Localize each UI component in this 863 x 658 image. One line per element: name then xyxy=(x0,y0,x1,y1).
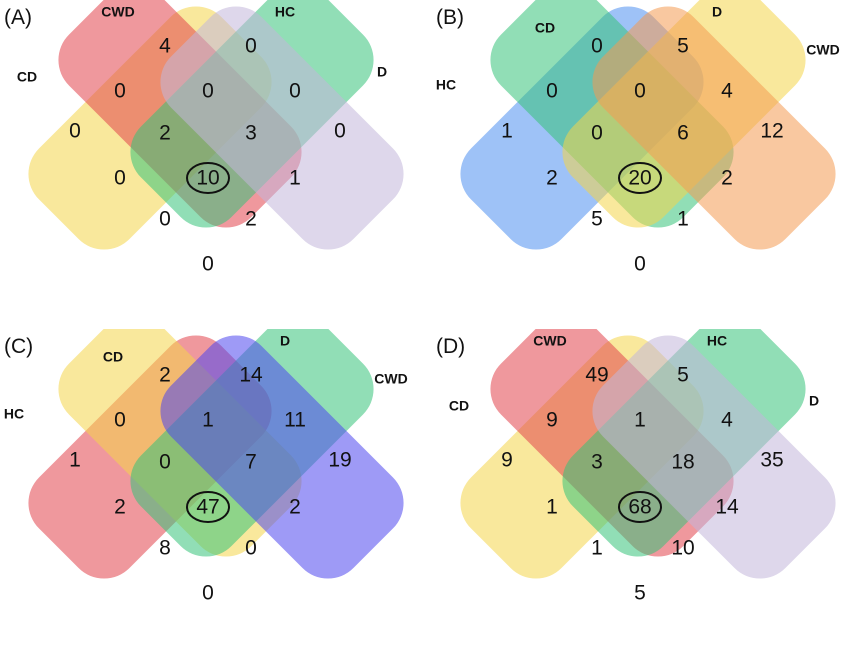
region-count-ac: 2 xyxy=(546,167,558,190)
region-count-ab: 0 xyxy=(114,80,126,103)
set-label-cwd: CWD xyxy=(806,42,839,58)
set-label-d: D xyxy=(377,64,387,80)
region-count-bc: 0 xyxy=(634,80,646,103)
region-count-ad: 5 xyxy=(634,582,646,605)
region-count-c: 0 xyxy=(245,35,257,58)
set-label-hc: HC xyxy=(4,406,24,422)
region-count-d: 19 xyxy=(328,449,351,472)
region-count-abcd: 10 xyxy=(196,167,219,190)
region-count-abd: 10 xyxy=(671,537,694,560)
region-count-bd: 1 xyxy=(289,167,301,190)
region-count-abc: 0 xyxy=(591,122,603,145)
region-count-b: 0 xyxy=(591,35,603,58)
region-count-cd: 0 xyxy=(289,80,301,103)
region-count-abc: 0 xyxy=(159,451,171,474)
region-count-cd: 4 xyxy=(721,409,733,432)
region-count-a: 9 xyxy=(501,449,513,472)
set-label-d: D xyxy=(712,4,722,20)
region-count-ac: 0 xyxy=(114,167,126,190)
region-count-d: 35 xyxy=(760,449,783,472)
set-shape-d xyxy=(160,6,404,250)
center-highlight-ring xyxy=(186,491,230,523)
region-count-acd: 1 xyxy=(591,537,603,560)
set-label-cd: CD xyxy=(535,20,555,36)
set-label-cwd: CWD xyxy=(374,371,407,387)
region-count-c: 5 xyxy=(677,364,689,387)
region-count-ab: 0 xyxy=(114,409,126,432)
region-count-ac: 2 xyxy=(114,496,126,519)
region-count-bc: 1 xyxy=(202,409,214,432)
region-count-ad: 0 xyxy=(202,582,214,605)
region-count-bd: 2 xyxy=(289,496,301,519)
region-count-ad: 0 xyxy=(202,253,214,276)
panel-label: (C) xyxy=(4,335,33,358)
center-highlight-ring xyxy=(186,162,230,194)
region-count-abc: 3 xyxy=(591,451,603,474)
center-highlight-ring xyxy=(618,162,662,194)
region-count-bc: 0 xyxy=(202,80,214,103)
panel-label: (B) xyxy=(436,6,464,29)
region-count-a: 0 xyxy=(69,120,81,143)
region-count-b: 4 xyxy=(159,35,171,58)
region-count-a: 1 xyxy=(69,449,81,472)
venn-panel-b: (B) HC CD D CWD 1 0 5 12 0 0 4 0 6 2 20 2 5 1 0 xyxy=(432,0,863,329)
set-label-d: D xyxy=(280,333,290,349)
panel-label: (D) xyxy=(436,335,465,358)
region-count-abcd: 20 xyxy=(628,167,651,190)
region-count-c: 14 xyxy=(239,364,263,387)
region-count-abd: 2 xyxy=(245,208,257,231)
region-count-a: 1 xyxy=(501,120,513,143)
region-count-abd: 1 xyxy=(677,208,689,231)
set-shape-d xyxy=(592,335,836,579)
set-label-hc: HC xyxy=(707,333,727,349)
region-count-ab: 9 xyxy=(546,409,558,432)
set-label-cwd: CWD xyxy=(101,4,134,20)
region-count-d: 12 xyxy=(760,120,783,143)
region-count-b: 2 xyxy=(159,364,171,387)
set-label-cd: CD xyxy=(449,398,469,414)
set-label-d: D xyxy=(809,393,819,409)
region-count-ac: 1 xyxy=(546,496,558,519)
region-count-ab: 0 xyxy=(546,80,558,103)
region-count-cd: 11 xyxy=(284,409,306,432)
venn-svg: (B) HC CD D CWD 1 0 5 12 0 0 4 0 6 2 20 2 5 1 0 xyxy=(436,0,840,276)
set-label-hc: HC xyxy=(275,4,295,20)
region-count-acd: 5 xyxy=(591,208,603,231)
region-count-bcd: 6 xyxy=(677,122,689,145)
set-label-hc: HC xyxy=(436,77,456,93)
region-count-c: 5 xyxy=(677,35,689,58)
region-count-b: 49 xyxy=(585,364,608,387)
region-count-abd: 0 xyxy=(245,537,257,560)
region-count-bc: 1 xyxy=(634,409,646,432)
set-shape-cwd xyxy=(160,335,404,579)
region-count-acd: 0 xyxy=(159,208,171,231)
region-count-abcd: 47 xyxy=(196,496,219,519)
region-count-bcd: 3 xyxy=(245,122,257,145)
panel-label: (A) xyxy=(4,6,32,29)
region-count-acd: 8 xyxy=(159,537,171,560)
region-count-cd: 4 xyxy=(721,80,733,103)
region-count-bd: 2 xyxy=(721,167,733,190)
region-count-bcd: 18 xyxy=(671,451,694,474)
region-count-bd: 14 xyxy=(715,496,739,519)
region-count-bcd: 7 xyxy=(245,451,257,474)
set-label-cd: CD xyxy=(103,349,123,365)
set-label-cwd: CWD xyxy=(533,333,566,349)
region-count-ad: 0 xyxy=(634,253,646,276)
region-count-d: 0 xyxy=(334,120,346,143)
set-label-cd: CD xyxy=(17,69,37,85)
region-count-abcd: 68 xyxy=(628,496,651,519)
set-shape-cwd xyxy=(592,6,836,250)
region-count-abc: 2 xyxy=(159,122,171,145)
center-highlight-ring xyxy=(618,491,662,523)
